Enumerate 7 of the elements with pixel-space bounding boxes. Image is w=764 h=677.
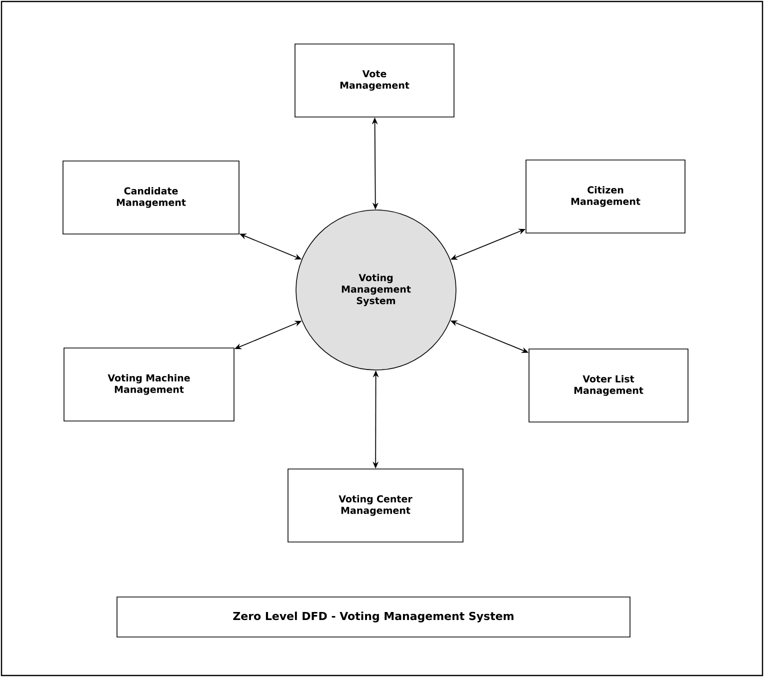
entity-box: Voting Machine Management — [64, 348, 234, 422]
entity-box: Voting Center Management — [288, 468, 464, 542]
entity-box: Voter List Management — [528, 348, 688, 422]
entity-box: Candidate Management — [62, 160, 240, 234]
entity-box: Citizen Management — [526, 160, 686, 234]
title-box: Zero Level DFD - Voting Management System — [116, 596, 630, 638]
entity-box: Vote Management — [294, 44, 454, 118]
